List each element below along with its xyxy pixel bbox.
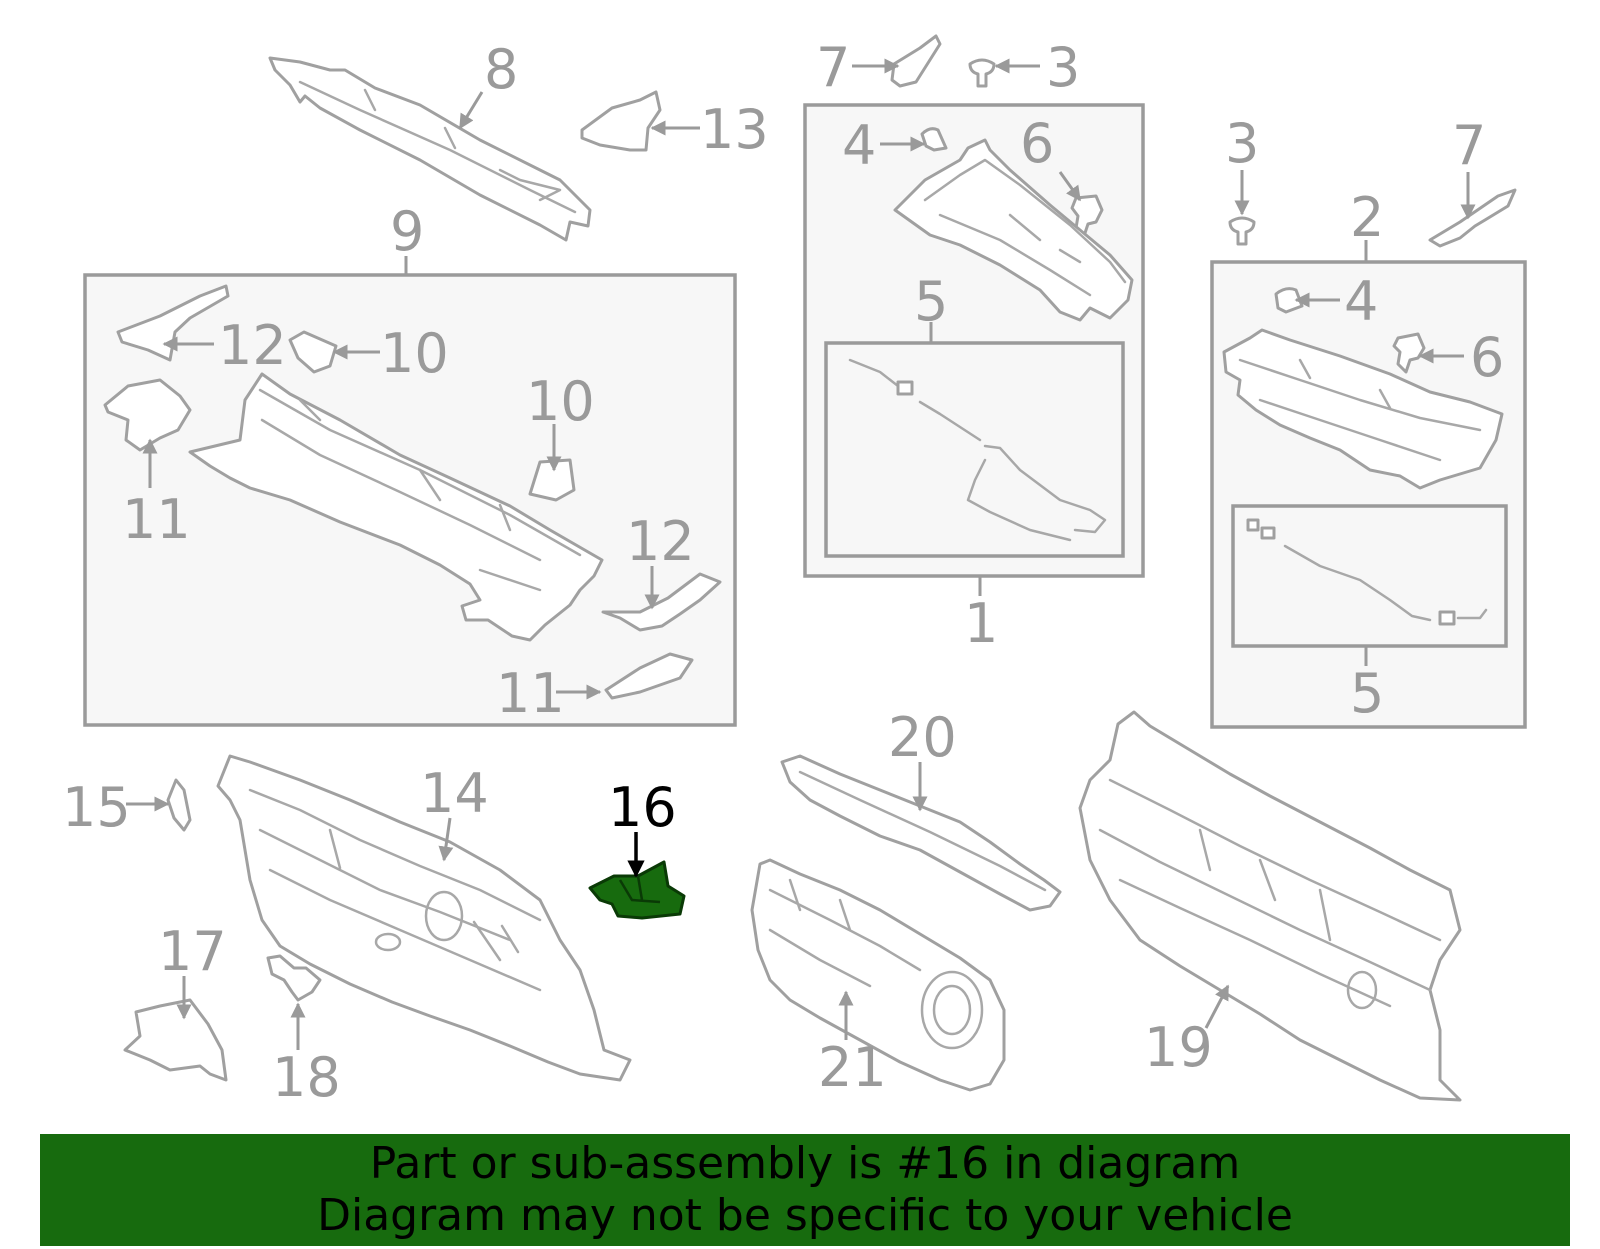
leader-6-box1 <box>1058 171 1082 202</box>
part-11-left <box>103 378 192 452</box>
callout-3-top: 3 <box>1046 36 1080 99</box>
callout-5-lower: 5 <box>1350 662 1384 725</box>
washer-hose-lower <box>1246 518 1488 626</box>
callout-20: 20 <box>888 706 957 769</box>
part-18 <box>266 954 322 1002</box>
callout-13: 13 <box>700 98 769 161</box>
group-box-5-upper <box>824 341 1125 558</box>
cowl-panel-box1 <box>893 138 1134 322</box>
callout-6-box2: 6 <box>1470 326 1504 389</box>
part-15 <box>166 778 192 832</box>
part-8 <box>268 56 592 242</box>
callout-12-left: 12 <box>218 314 287 377</box>
callout-10-left: 10 <box>380 322 449 385</box>
callout-7-top: 7 <box>816 36 850 99</box>
callout-3-right: 3 <box>1225 112 1259 175</box>
leader-8 <box>458 91 484 130</box>
callout-8: 8 <box>484 38 518 101</box>
callout-6-box1: 6 <box>1020 112 1054 175</box>
callout-7-right: 7 <box>1452 114 1486 177</box>
part-3-right <box>1228 216 1256 246</box>
part-13 <box>580 90 662 152</box>
part-7-right <box>1428 188 1517 248</box>
leader-19 <box>1204 984 1230 1029</box>
callout-10-right: 10 <box>526 370 595 433</box>
group-box-5-lower <box>1231 504 1508 648</box>
part-7-top <box>890 34 942 88</box>
part-14 <box>216 754 632 1082</box>
callout-5-upper: 5 <box>914 270 948 333</box>
part-19 <box>1078 710 1462 1102</box>
banner-line-1: Part or sub-assembly is #16 in diagram <box>369 1138 1241 1189</box>
part-6-box2 <box>1392 332 1426 374</box>
callout-1: 1 <box>964 592 998 655</box>
part-6-box1 <box>1070 194 1104 238</box>
callout-16: 16 <box>608 776 677 839</box>
callout-12-right: 12 <box>626 510 695 573</box>
part-20 <box>780 754 1062 912</box>
callout-21: 21 <box>818 1036 887 1099</box>
callout-4-box2: 4 <box>1344 270 1378 333</box>
callout-9: 9 <box>390 200 424 263</box>
part-4-box1 <box>920 127 948 152</box>
callout-2: 2 <box>1350 186 1384 249</box>
washer-hose-upper <box>848 358 1107 542</box>
part-16-highlighted <box>588 860 686 920</box>
callout-11-right: 11 <box>496 662 565 725</box>
part-17 <box>123 998 228 1082</box>
part-11-right <box>604 652 694 700</box>
callout-19: 19 <box>1144 1016 1213 1079</box>
part-10-right <box>528 458 576 502</box>
cowl-panel-box2 <box>1222 328 1504 490</box>
part-21 <box>750 858 1006 1092</box>
cowl-panel-9 <box>188 372 604 642</box>
part-3-top <box>968 58 996 88</box>
callout-15: 15 <box>62 776 131 839</box>
callout-17: 17 <box>158 920 227 983</box>
callout-11-left: 11 <box>122 488 191 551</box>
callout-4-box1: 4 <box>842 114 876 177</box>
part-10-left <box>288 330 338 374</box>
leader-14 <box>438 817 454 862</box>
banner-line-2: Diagram may not be specific to your vehi… <box>317 1190 1293 1241</box>
callout-14: 14 <box>420 762 489 825</box>
part-12-left <box>116 284 230 362</box>
callout-18: 18 <box>272 1046 341 1109</box>
info-banner: Part or sub-assembly is #16 in diagram D… <box>40 1134 1570 1246</box>
